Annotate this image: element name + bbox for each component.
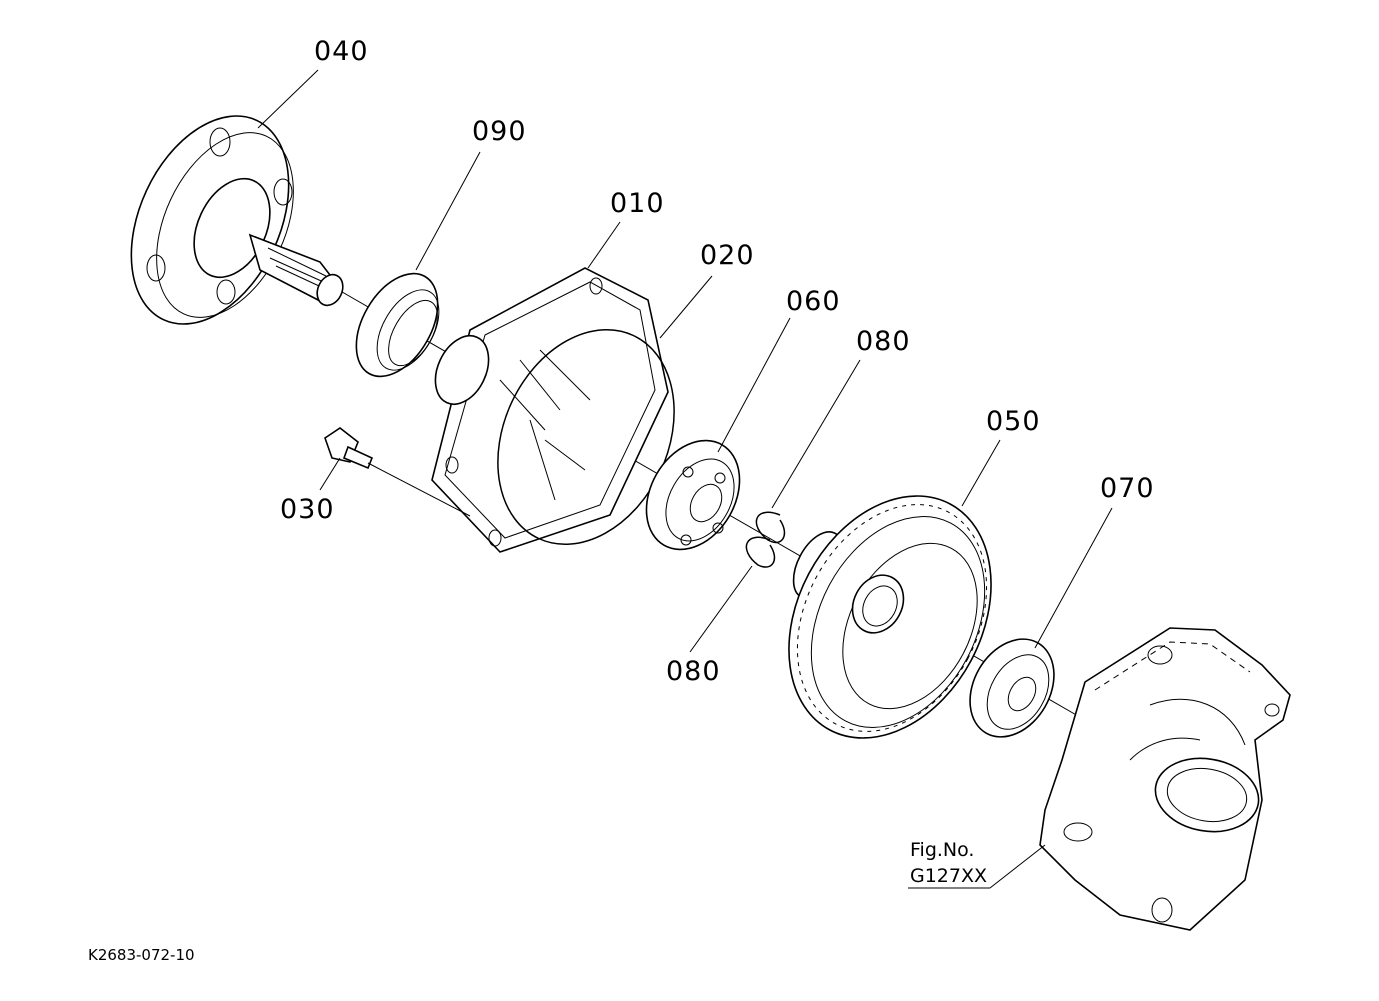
label-080-lower: 080 <box>666 656 721 687</box>
part-050-bevel-gear[interactable] <box>749 461 1032 773</box>
part-040-flange-shaft[interactable] <box>100 91 348 350</box>
part-010-housing[interactable] <box>425 267 669 553</box>
part-030-plug[interactable] <box>324 427 471 517</box>
label-070: 070 <box>1100 473 1155 504</box>
part-080-circlip-lower[interactable] <box>745 536 776 568</box>
label-080-upper: 080 <box>856 326 911 357</box>
label-050: 050 <box>986 406 1041 437</box>
label-090: 090 <box>472 116 527 147</box>
label-040: 040 <box>314 36 369 67</box>
label-030: 030 <box>280 494 335 525</box>
label-010: 010 <box>610 188 665 219</box>
leader-lines <box>257 69 1113 889</box>
figure-reference-number: G127XX <box>910 865 987 887</box>
label-020: 020 <box>700 240 755 271</box>
figure-reference-title: Fig.No. <box>910 839 974 861</box>
reference-housing-g127xx <box>1039 627 1291 931</box>
label-060: 060 <box>786 286 841 317</box>
part-090-oil-seal[interactable] <box>340 260 455 391</box>
drawing-code: K2683-072-10 <box>88 946 195 964</box>
